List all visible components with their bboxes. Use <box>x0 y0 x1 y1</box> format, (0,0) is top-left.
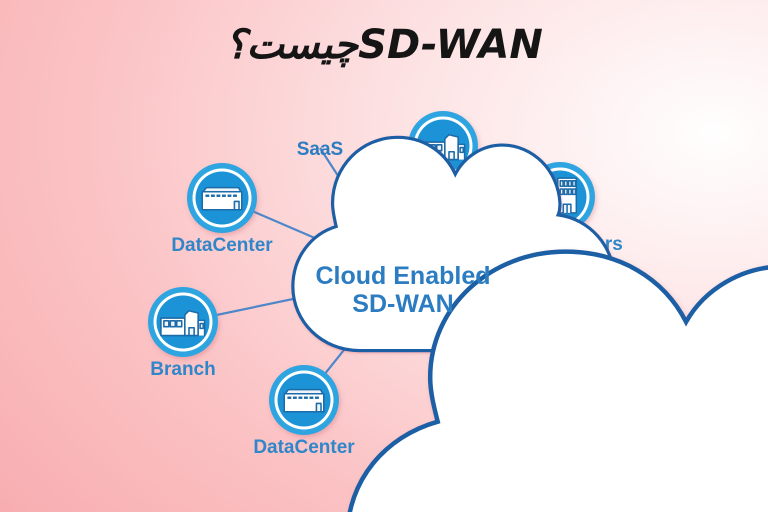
node-label: DataCenter <box>253 437 355 458</box>
hub-label-line: Cloud Enabled <box>316 262 491 290</box>
hub-label-line: SD-WAN <box>352 290 453 318</box>
node-label: DataCenter <box>171 235 273 256</box>
page-title: SD-WANچیست؟ <box>225 22 543 68</box>
node-label: Branch <box>150 359 215 380</box>
datacenter-building-icon <box>201 186 243 211</box>
node-datacenter-top-left: DataCenter <box>171 163 273 256</box>
node-datacenter-bottom-left: DataCenter <box>253 365 355 458</box>
datacenter-building-icon <box>283 388 325 413</box>
node-branch-left: Branch <box>148 287 218 380</box>
saas-label: SaaS <box>297 139 343 160</box>
